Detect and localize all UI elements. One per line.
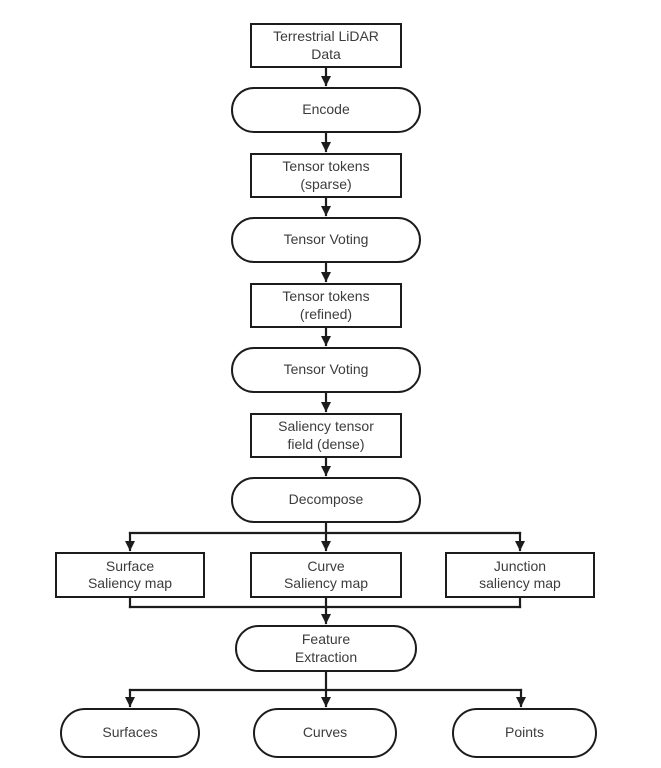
node-saliency-tensor-field: Saliency tensor field (dense) [250,413,402,458]
node-surface-saliency-map: Surface Saliency map [55,552,205,598]
node-surfaces: Surfaces [60,708,200,758]
node-curve-saliency-map: Curve Saliency map [250,552,402,598]
node-curves: Curves [253,708,397,758]
branch-decompose-to-maps [125,521,525,552]
node-feature-extraction: Feature Extraction [235,625,417,672]
node-tensor-voting-1: Tensor Voting [231,217,421,263]
node-points: Points [452,708,597,758]
branch-feature-extraction-to-outputs [125,670,526,708]
node-encode: Encode [231,87,421,133]
node-tensor-tokens-sparse: Tensor tokens (sparse) [250,153,402,198]
merge-maps-to-feature-extraction [128,596,522,625]
node-tensor-voting-2: Tensor Voting [231,347,421,393]
node-terrestrial-lidar-data: Terrestrial LiDAR Data [250,23,402,68]
node-decompose: Decompose [231,477,421,523]
node-junction-saliency-map: Junction saliency map [445,552,595,598]
node-tensor-tokens-refined: Tensor tokens (refined) [250,283,402,328]
